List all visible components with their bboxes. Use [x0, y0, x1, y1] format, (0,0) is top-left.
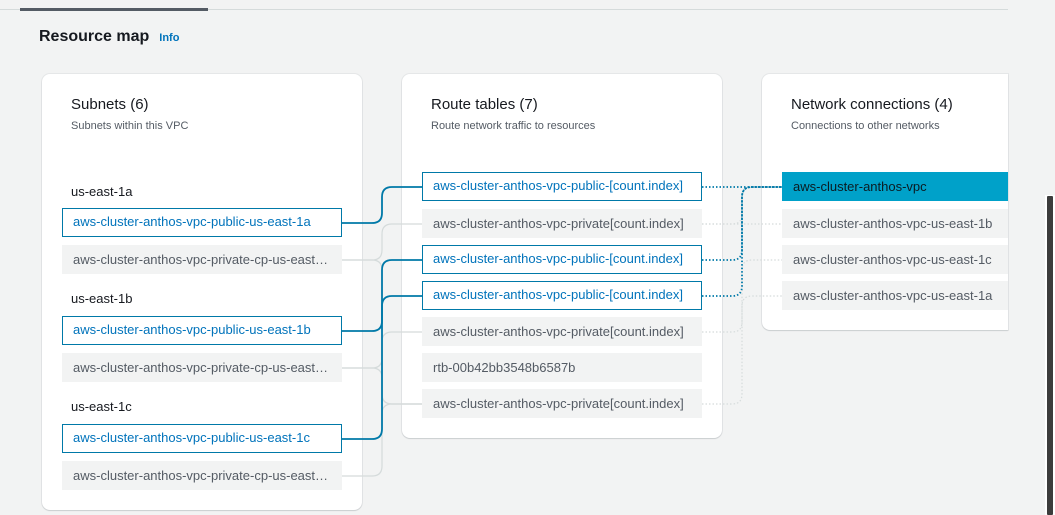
subnet-node-private-1b[interactable]: aws-cluster-anthos-vpc-private-cp-us-eas…: [62, 353, 342, 382]
network-connection-node[interactable]: aws-cluster-anthos-vpc-us-east-1c: [782, 245, 1008, 274]
subnets-subtitle: Subnets within this VPC: [71, 120, 189, 132]
zone-label-us-east-1b: us-east-1b: [71, 291, 133, 306]
info-link[interactable]: Info: [159, 32, 180, 44]
network-connection-node-selected[interactable]: aws-cluster-anthos-vpc: [782, 172, 1008, 201]
route-table-node[interactable]: rtb-00b42bb3548b6587b: [422, 353, 702, 382]
route-table-node[interactable]: aws-cluster-anthos-vpc-private[count.ind…: [422, 317, 702, 346]
active-tab-indicator: [20, 8, 208, 11]
subnet-node-public-1c[interactable]: aws-cluster-anthos-vpc-public-us-east-1c: [62, 424, 342, 453]
route-table-node[interactable]: aws-cluster-anthos-vpc-public-[count.ind…: [422, 172, 702, 201]
network-connections-subtitle: Connections to other networks: [791, 120, 940, 132]
network-connections-title: Network connections (4): [791, 96, 953, 113]
subnet-node-private-1c[interactable]: aws-cluster-anthos-vpc-private-cp-us-eas…: [62, 461, 342, 490]
route-tables-subtitle: Route network traffic to resources: [431, 120, 596, 132]
subnet-node-public-1b[interactable]: aws-cluster-anthos-vpc-public-us-east-1b: [62, 316, 342, 345]
route-table-node[interactable]: aws-cluster-anthos-vpc-public-[count.ind…: [422, 281, 702, 310]
route-table-node[interactable]: aws-cluster-anthos-vpc-private[count.ind…: [422, 389, 702, 418]
subnets-title: Subnets (6): [71, 96, 149, 113]
zone-label-us-east-1c: us-east-1c: [71, 399, 132, 414]
scrollbar-thumb[interactable]: [1047, 196, 1053, 515]
subnet-node-private-1a[interactable]: aws-cluster-anthos-vpc-private-cp-us-eas…: [62, 245, 342, 274]
network-connection-node[interactable]: aws-cluster-anthos-vpc-us-east-1a: [782, 281, 1008, 310]
network-connection-node[interactable]: aws-cluster-anthos-vpc-us-east-1b: [782, 209, 1008, 238]
route-tables-title: Route tables (7): [431, 96, 538, 113]
zone-label-us-east-1a: us-east-1a: [71, 184, 133, 199]
tab-divider: [0, 9, 1008, 10]
route-table-node[interactable]: aws-cluster-anthos-vpc-private[count.ind…: [422, 209, 702, 238]
section-title: Resource map: [39, 28, 150, 45]
resource-map-heading: Resource map Info: [39, 28, 179, 46]
route-table-node[interactable]: aws-cluster-anthos-vpc-public-[count.ind…: [422, 245, 702, 274]
subnet-node-public-1a[interactable]: aws-cluster-anthos-vpc-public-us-east-1a: [62, 208, 342, 237]
